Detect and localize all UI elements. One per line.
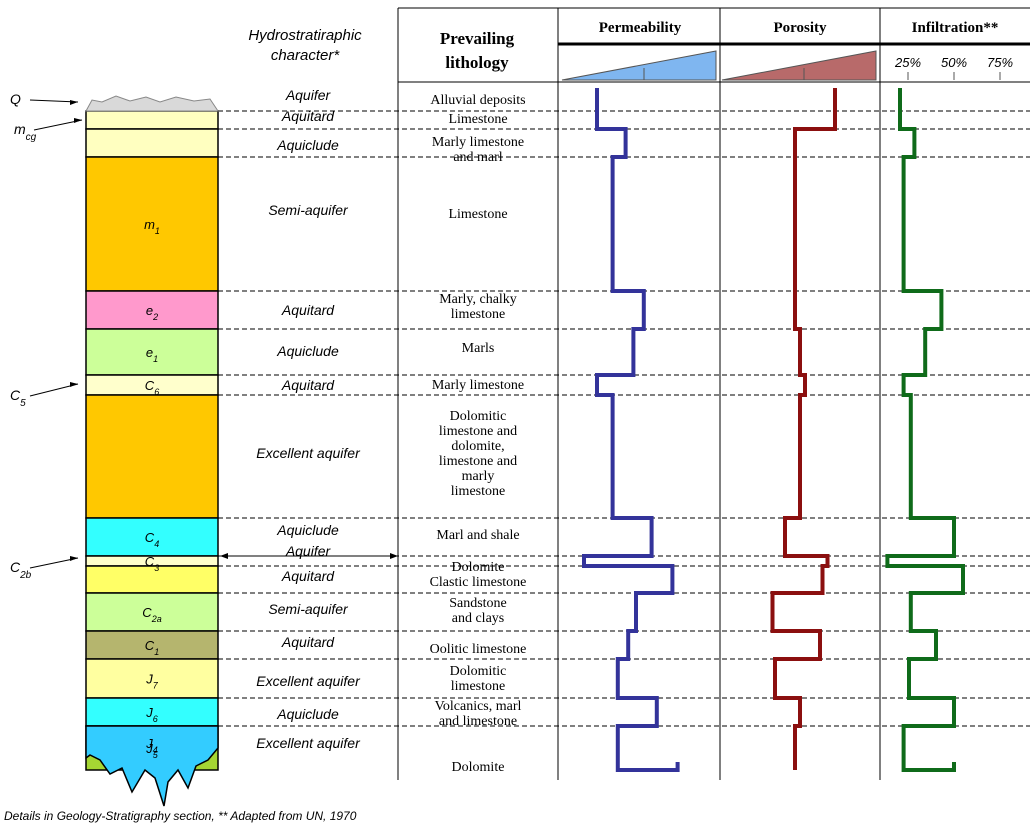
unit-lithology: Oolitic limestone	[430, 642, 527, 657]
unit-lithology: limestone	[451, 484, 505, 499]
header-permeability: Permeability	[599, 20, 682, 36]
infiltration-curve	[885, 88, 965, 772]
permeability-wedge	[561, 50, 717, 81]
layer-rect	[85, 697, 219, 727]
unit-lithology: Dolomitic	[450, 409, 507, 424]
unit-character: Excellent aquifer	[256, 445, 361, 461]
layer-rect	[85, 592, 219, 632]
unit-character: Aquitard	[281, 108, 335, 124]
layer-label: C2a	[142, 605, 161, 624]
unit-lithology: Sandstone	[449, 596, 507, 611]
unit-lithology: Marly limestone	[432, 378, 524, 393]
layer-rect	[85, 128, 219, 158]
layer-rect	[85, 290, 219, 330]
unit-lithology: Marly, chalky	[439, 292, 517, 307]
side-label: C5	[10, 387, 26, 409]
unit-character: Aquitard	[281, 634, 335, 650]
side-arrow-head	[70, 556, 78, 561]
infiltration-tick-label: 50%	[941, 55, 967, 70]
unit-lithology: Alluvial deposits	[430, 93, 525, 108]
property-curves	[582, 88, 965, 772]
layer-label: e2	[146, 303, 158, 322]
unit-character: Aquifer	[285, 87, 332, 103]
unit-lithology: limestone and	[439, 454, 517, 469]
unit-character: Excellent aquifer	[256, 735, 361, 751]
layer-label: J4	[145, 736, 158, 755]
header-hydro: character*	[271, 47, 341, 64]
layer-rect	[85, 110, 219, 130]
header-lithology: Prevailing	[440, 29, 515, 48]
unit-lithology: Dolomitic	[450, 664, 507, 679]
layer-label: J7	[145, 672, 159, 691]
unit-character: Aquiclude	[276, 137, 339, 153]
unit-character: Aquiclude	[276, 706, 339, 722]
unit-character: Semi-aquifer	[268, 202, 349, 218]
unit-character: Aquitard	[281, 568, 335, 584]
layer-label: C3	[145, 554, 159, 573]
unit-lithology: Volcanics, marl	[435, 699, 522, 714]
footnote: Details in Geology-Stratigraphy section,…	[4, 809, 357, 823]
side-label: mcg	[14, 121, 37, 143]
layer-label: e1	[146, 345, 158, 364]
infiltration-tick-label: 75%	[987, 55, 1013, 70]
layer-rect	[85, 517, 219, 557]
unit-lithology: Limestone	[448, 207, 507, 222]
unit-lithology: Clastic limestone	[430, 575, 527, 590]
header-porosity: Porosity	[773, 20, 827, 36]
layer-label: m1	[144, 217, 160, 236]
layer-rect	[85, 658, 219, 699]
column-headers: Hydrostratiraphic character* Prevailing lit…	[248, 20, 1030, 81]
unit-character: Aquitard	[281, 377, 335, 393]
unit-lithology: Marly limestone	[432, 135, 524, 150]
unit-lithology: and limestone	[439, 714, 517, 729]
layer-label: C4	[145, 530, 159, 549]
unit-lithology: Limestone	[448, 112, 507, 127]
unit-character: Aquiclude	[276, 522, 339, 538]
unit-character: Semi-aquifer	[268, 601, 349, 617]
unit-lithology: Dolomite	[452, 560, 505, 575]
unit-lithology: marly	[462, 469, 495, 484]
side-label: Q	[10, 91, 21, 107]
unit-lithology: and clays	[452, 611, 504, 626]
unit-character: Excellent aquifer	[256, 673, 361, 689]
c2b-arrow-head	[390, 553, 398, 559]
layer-j4-rect	[85, 725, 219, 807]
porosity-curve	[770, 88, 837, 770]
layer-label: J5	[145, 741, 159, 760]
unit-lithology: Marls	[462, 341, 495, 356]
unit-lithology: Marl and shale	[436, 528, 519, 543]
side-arrow-head	[70, 382, 78, 387]
layer-rect	[85, 156, 219, 292]
unit-lithology: limestone	[451, 679, 505, 694]
unit-lithology: and marl	[453, 150, 502, 165]
unit-character: Aquitard	[281, 302, 335, 318]
layer-label: C1	[145, 638, 159, 657]
infiltration-tick-label: 25%	[894, 55, 921, 70]
unit-lithology: limestone	[451, 307, 505, 322]
side-arrow-head	[74, 118, 82, 123]
layer-q-cap	[85, 95, 219, 112]
header-hydro: Hydrostratiraphic	[248, 27, 362, 44]
layer-rect	[85, 565, 219, 594]
unit-lithology: Dolomite	[452, 760, 505, 775]
porosity-wedge	[721, 50, 877, 81]
permeability-curve	[582, 88, 680, 772]
c2b-arrow-head	[220, 553, 228, 559]
unit-character: Aquifer	[285, 543, 332, 559]
header-infiltration: Infiltration**	[912, 20, 999, 36]
layer-rect	[85, 328, 219, 376]
side-arrow-head	[70, 100, 78, 105]
unit-lithology: dolomite,	[451, 439, 504, 454]
header-lithology: lithology	[445, 53, 509, 72]
unit-character: Aquiclude	[276, 343, 339, 359]
layer-rect	[85, 394, 219, 519]
layer-label: J6	[145, 705, 158, 724]
side-label: C2b	[10, 559, 32, 581]
unit-lithology: limestone and	[439, 424, 517, 439]
layer-label: C6	[145, 378, 159, 397]
